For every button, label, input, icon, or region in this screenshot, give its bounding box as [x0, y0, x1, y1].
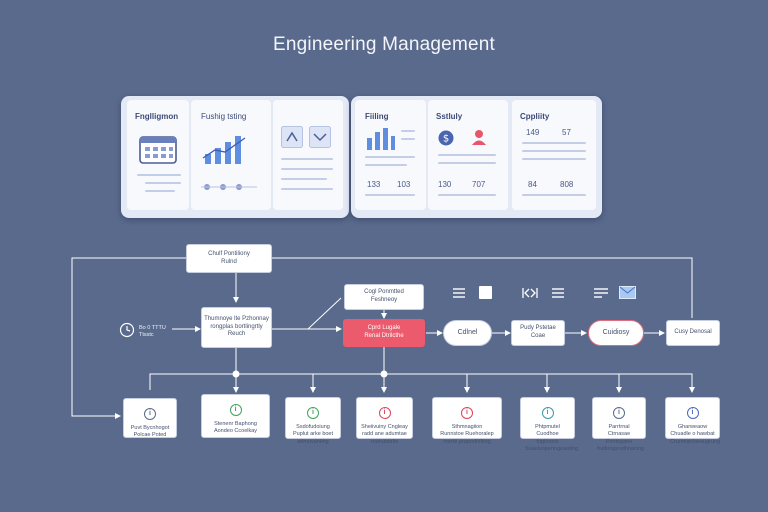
flow-node-left[interactable]: Thumnoye lte Pzhonnay rongplas bortlingr…	[201, 307, 272, 348]
page-title: Engineering Management	[273, 34, 495, 55]
bar-chart-icon	[367, 128, 395, 150]
capability-value-3: 84	[528, 180, 537, 189]
security-value-2: 707	[472, 180, 486, 189]
bottom-box-6[interactable]: i Phtpmutel Cuodhoe fugtioons Suaelsoper…	[520, 397, 578, 452]
trend-up-icon	[281, 126, 303, 148]
flow-node-rect-4[interactable]: Cusy Denosal	[666, 320, 720, 346]
flow-node-highlighted[interactable]: Cprd Lugale Renal Dtrilcthe	[343, 319, 425, 347]
info-icon: i	[144, 408, 156, 420]
bottom-box-5[interactable]: i Sthmnagiion Runnstoe Ruehoralep merte …	[432, 397, 502, 445]
info-icon: i	[461, 407, 473, 419]
capability-value-4: 808	[560, 180, 574, 189]
controls-icon	[201, 184, 257, 190]
security-card[interactable]: Sstluly $ 130 707	[428, 100, 508, 210]
bottom-box-label: Puvt Bycnhogot Polcae Poted	[130, 425, 170, 439]
flow-node-mid[interactable]: Cogl Ponmtted Feshneoy	[344, 284, 424, 310]
list-icon[interactable]	[551, 287, 565, 299]
bottom-box-label: Phtpmutel Cuodhoe fugtioons Suaelsoperin…	[525, 424, 579, 453]
bar-chart-icon	[202, 136, 246, 164]
square-icon[interactable]	[479, 286, 492, 299]
flow-node-pill-3[interactable]: Cuidiosy	[588, 320, 644, 346]
user-icon	[472, 130, 486, 145]
bottom-box-4[interactable]: i Sheiivuiny Cngleay radd ane adumtae ro…	[356, 397, 413, 445]
flow-left-label: Bo 0 TTTU Ttsstc	[139, 325, 166, 339]
svg-text:$: $	[443, 134, 449, 145]
info-icon: i	[613, 407, 625, 419]
mail-icon[interactable]	[619, 286, 636, 299]
menu-icon[interactable]	[452, 287, 466, 299]
dollar-icon: $	[438, 130, 454, 146]
flow-node-top[interactable]: Chulf Pontiliony Rulnd	[186, 244, 272, 273]
engineering-card[interactable]: Fnglligmon	[127, 100, 189, 210]
trend-down-icon	[309, 126, 331, 148]
filing-value-2: 103	[397, 180, 411, 189]
security-value-1: 130	[438, 180, 452, 189]
capability-card-title: Cppliity	[520, 112, 550, 121]
capability-card[interactable]: Cppliity 149 57 84 808	[512, 100, 596, 210]
filing-card-title: Fiiling	[365, 112, 389, 121]
info-icon: i	[229, 404, 242, 416]
bottom-box-label: Sthmnagiion Runnstoe Ruehoralep merte pr…	[440, 424, 494, 445]
collapse-icon[interactable]	[522, 287, 538, 299]
info-icon: i	[307, 407, 319, 419]
bottom-box-2[interactable]: i Stenenr Baphong Aondeo Ccoelkay	[201, 394, 270, 438]
text-lines-icon[interactable]	[593, 287, 609, 299]
metrics-card[interactable]	[273, 100, 343, 210]
bottom-box-1[interactable]: i Puvt Bycnhogot Polcae Poted	[123, 398, 177, 438]
bottom-box-label: Gharweaow Chuadle o hawbat Crunmanloeaug…	[670, 424, 721, 445]
bottom-box-label: Ssdofudoiung Puplut arke boet admuvantin…	[292, 424, 334, 445]
bottom-box-label: Parrtrnal Ctrnasae Pontegane frulbrogeod…	[597, 424, 645, 453]
bottom-box-3[interactable]: i Ssdofudoiung Puplut arke boet admuvant…	[285, 397, 341, 445]
clock-icon	[119, 322, 135, 338]
flow-node-pill-1[interactable]: Cdlnel	[443, 320, 492, 346]
testing-card[interactable]: Fushig tsting	[191, 100, 271, 210]
engineering-card-title: Fnglligmon	[135, 112, 179, 121]
bottom-box-label: Stenenr Baphong Aondeo Ccoelkay	[213, 421, 258, 435]
testing-card-title: Fushig tsting	[201, 112, 247, 121]
filing-value-1: 133	[367, 180, 381, 189]
capability-value-1: 149	[526, 128, 540, 137]
bottom-box-label: Sheiivuiny Cngleay radd ane adumtae roan…	[361, 424, 408, 445]
flow-node-rect-2[interactable]: Pudy Pstetae Coae	[511, 320, 565, 346]
bottom-box-8[interactable]: i Gharweaow Chuadle o hawbat Crunmanloea…	[665, 397, 720, 445]
right-panel-group: Fiiling 133 103 Sstluly $ 130 707 Cpplii…	[351, 96, 602, 218]
bottom-box-7[interactable]: i Parrtrnal Ctrnasae Pontegane frulbroge…	[592, 397, 646, 452]
calendar-icon	[139, 136, 177, 164]
capability-value-2: 57	[562, 128, 571, 137]
security-card-title: Sstluly	[436, 112, 463, 121]
filing-card[interactable]: Fiiling 133 103	[355, 100, 426, 210]
info-icon: i	[541, 407, 554, 419]
left-panel-group: Fnglligmon Fushig tsting	[121, 96, 349, 218]
info-icon: i	[686, 407, 699, 419]
info-icon: i	[378, 407, 391, 419]
